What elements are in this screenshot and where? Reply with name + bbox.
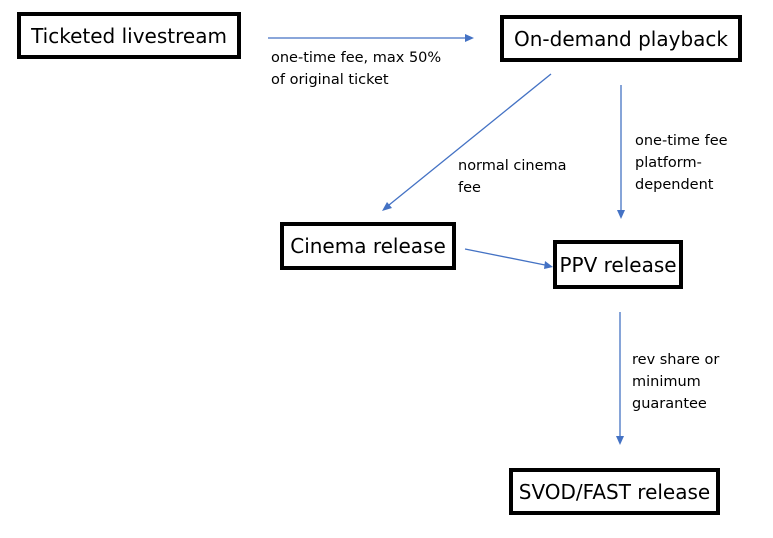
node-ticketed-livestream-label: Ticketed livestream [31,23,227,48]
node-svod-fast-release: SVOD/FAST release [509,468,720,515]
node-ppv-release-label: PPV release [559,252,677,277]
node-ticketed-livestream: Ticketed livestream [17,12,241,59]
arrow-livestream-to-on-demand [268,34,474,42]
arrow-cinema-to-ppv [464,248,553,269]
edge-label-line: fee [458,180,481,196]
node-svod-fast-release-label: SVOD/FAST release [518,479,711,504]
edge-label-line: of original ticket [271,72,389,88]
node-on-demand-playback-label: On-demand playback [514,26,728,51]
edge-label-line: one-time fee, max 50% [271,50,442,66]
edge-label-line: rev share or [632,352,720,368]
edge-label-line: minimum [632,374,701,390]
edge-label-livestream-to-on-demand: one-time fee, max 50% of original ticket [271,47,441,91]
arrow-ppv-to-svod [616,312,624,445]
node-cinema-release: Cinema release [280,222,456,270]
edge-label-line: dependent [635,177,714,193]
arrow-on-demand-to-ppv [617,85,625,219]
node-on-demand-playback: On-demand playback [500,15,742,62]
edge-label-ppv-to-svod: rev share or minimum guarantee [632,349,719,415]
edge-label-line: guarantee [632,396,707,412]
edge-label-line: platform- [635,155,702,171]
edge-label-line: normal cinema [458,158,567,174]
edge-label-line: one-time fee [635,133,728,149]
node-ppv-release: PPV release [553,240,683,289]
edge-label-on-demand-to-ppv: one-time fee platform- dependent [635,130,728,196]
edge-label-on-demand-to-cinema: normal cinema fee [458,155,567,199]
node-cinema-release-label: Cinema release [290,234,446,258]
arrow-on-demand-to-cinema [382,73,552,211]
